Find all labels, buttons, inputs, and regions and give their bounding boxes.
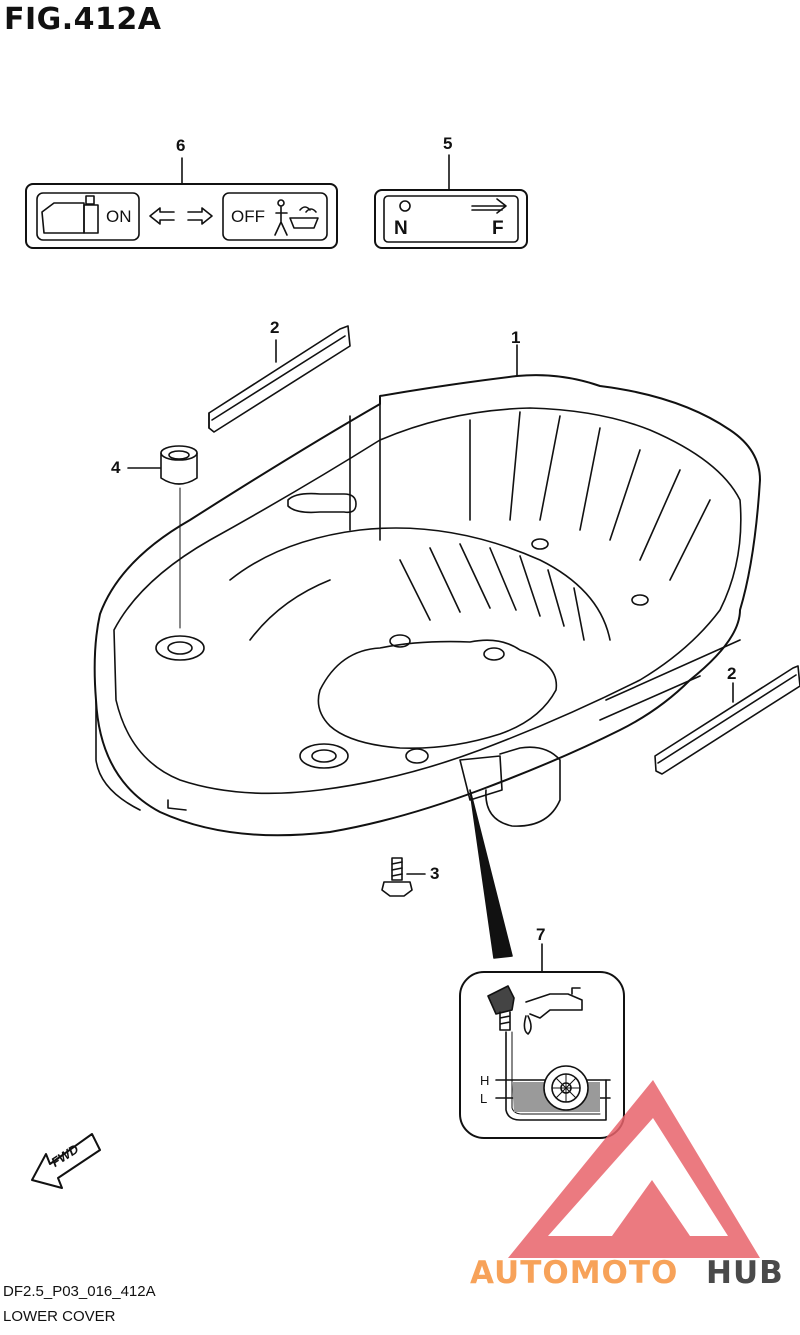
callout-5: 5 xyxy=(443,134,453,153)
person-icon xyxy=(277,199,285,207)
part-4-grommet xyxy=(127,445,198,629)
fwd-arrow xyxy=(31,1133,101,1189)
label-l-text: L xyxy=(480,1091,488,1106)
callout-3: 3 xyxy=(430,864,440,883)
label-off-text: OFF xyxy=(231,207,265,226)
oil-can-icon xyxy=(525,993,583,1019)
callout-4: 4 xyxy=(111,458,121,477)
neutral-indicator-icon xyxy=(399,200,411,212)
oil-cap-icon xyxy=(487,985,515,1015)
watermark-automoto: AUTOMOTO xyxy=(470,1255,679,1291)
boat-icon xyxy=(289,217,319,229)
part-7-oil-level-label xyxy=(459,943,625,1139)
figure-caption: LOWER COVER xyxy=(3,1308,116,1325)
label-n-text: N xyxy=(394,218,408,239)
callout-2-right: 2 xyxy=(727,664,737,683)
part-6-choke-label xyxy=(25,157,338,249)
part-5-shift-label xyxy=(374,154,528,249)
arrow-left-icon xyxy=(149,207,175,225)
callout-6: 6 xyxy=(176,136,186,155)
forward-arrow-icon xyxy=(471,198,507,214)
choke-knob-icon xyxy=(41,202,85,234)
part-2-seal-strip-upper xyxy=(208,325,351,433)
label-f-text: F xyxy=(492,218,504,239)
automotohub-logo-icon xyxy=(508,1080,760,1258)
label-mount-pad xyxy=(459,755,503,801)
callout-2-upper: 2 xyxy=(270,318,280,337)
figure-title: FIG.412A xyxy=(4,2,162,37)
part-2-seal-strip-right xyxy=(654,665,800,775)
figure-code: DF2.5_P03_016_412A xyxy=(3,1283,156,1300)
callout-1: 1 xyxy=(511,328,521,347)
label-h-text: H xyxy=(480,1073,490,1088)
arrow-right-icon xyxy=(187,207,213,225)
part-1-lower-cover xyxy=(93,344,761,837)
label-on-text: ON xyxy=(106,207,132,226)
watermark-hub: HUB xyxy=(706,1255,784,1291)
callout-7: 7 xyxy=(536,925,546,944)
part-3-bolt xyxy=(381,857,426,897)
part-7-leader-wedge xyxy=(469,789,513,959)
